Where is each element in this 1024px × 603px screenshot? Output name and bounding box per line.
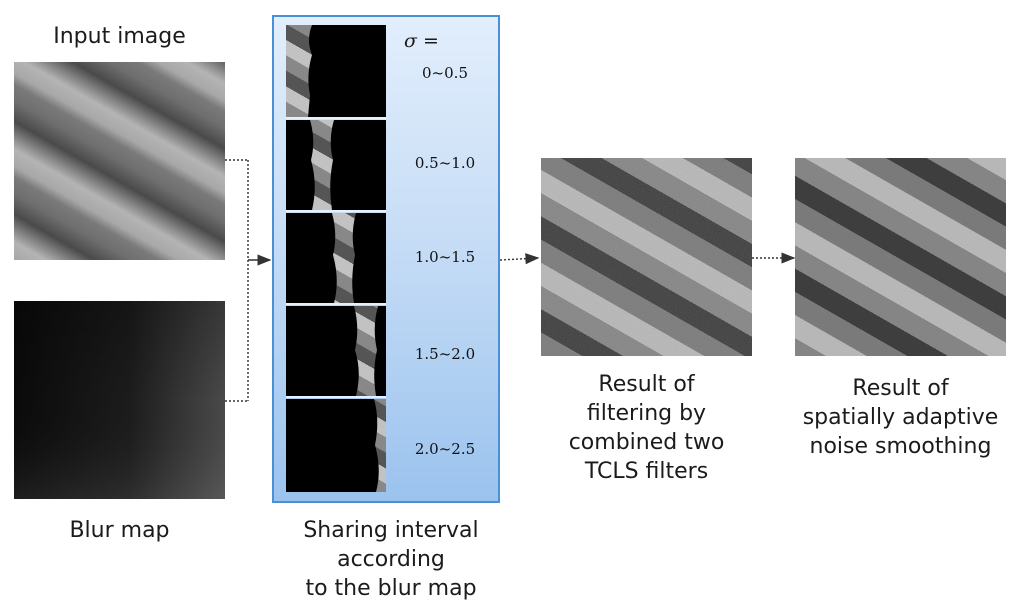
- filtering-line-1: Result of: [598, 372, 695, 397]
- smoothing-line-1: Result of: [852, 376, 949, 401]
- smoothing-line-2: spatially adaptive: [802, 405, 999, 430]
- filtering-line-4: TCLS filters: [584, 459, 709, 484]
- blur-map-image: [14, 301, 225, 499]
- interval-label-4: 1.5~2.0: [414, 345, 476, 363]
- merge-connector: [225, 159, 249, 402]
- filtering-line-2: filtering by: [586, 401, 707, 426]
- sharing-interval-line-2: to the blur map: [305, 576, 477, 601]
- filtering-result-image: [541, 158, 752, 356]
- interval-thumb-4: [286, 306, 386, 396]
- sigma-label: σ =: [404, 30, 439, 52]
- interval-label-3: 1.0~1.5: [414, 248, 476, 266]
- interval-thumb-5: [286, 399, 386, 492]
- interval-thumb-3: [286, 213, 386, 303]
- sharing-interval-label: Sharing interval according to the blur m…: [246, 516, 536, 603]
- interval-label-1: 0~0.5: [422, 64, 468, 82]
- interval-thumbnails: [286, 25, 386, 492]
- interval-thumb-2: [286, 120, 386, 210]
- interval-label-2: 0.5~1.0: [414, 154, 476, 172]
- interval-thumb-1: [286, 25, 386, 117]
- smoothing-line-3: noise smoothing: [809, 434, 992, 459]
- smoothing-result-image: [795, 158, 1006, 356]
- diagram-canvas: [14, 62, 1006, 499]
- interval-label-5: 2.0~2.5: [414, 440, 476, 458]
- input-image: [14, 62, 225, 260]
- blur-map-label: Blur map: [69, 518, 170, 543]
- filtering-line-3: combined two: [568, 430, 725, 455]
- sharing-interval-line-1: Sharing interval according: [303, 518, 479, 572]
- filtering-result-label: Result of filtering by combined two TCLS…: [541, 370, 752, 486]
- input-image-label: Input image: [53, 24, 186, 49]
- smoothing-result-label: Result of spatially adaptive noise smoot…: [785, 374, 1016, 461]
